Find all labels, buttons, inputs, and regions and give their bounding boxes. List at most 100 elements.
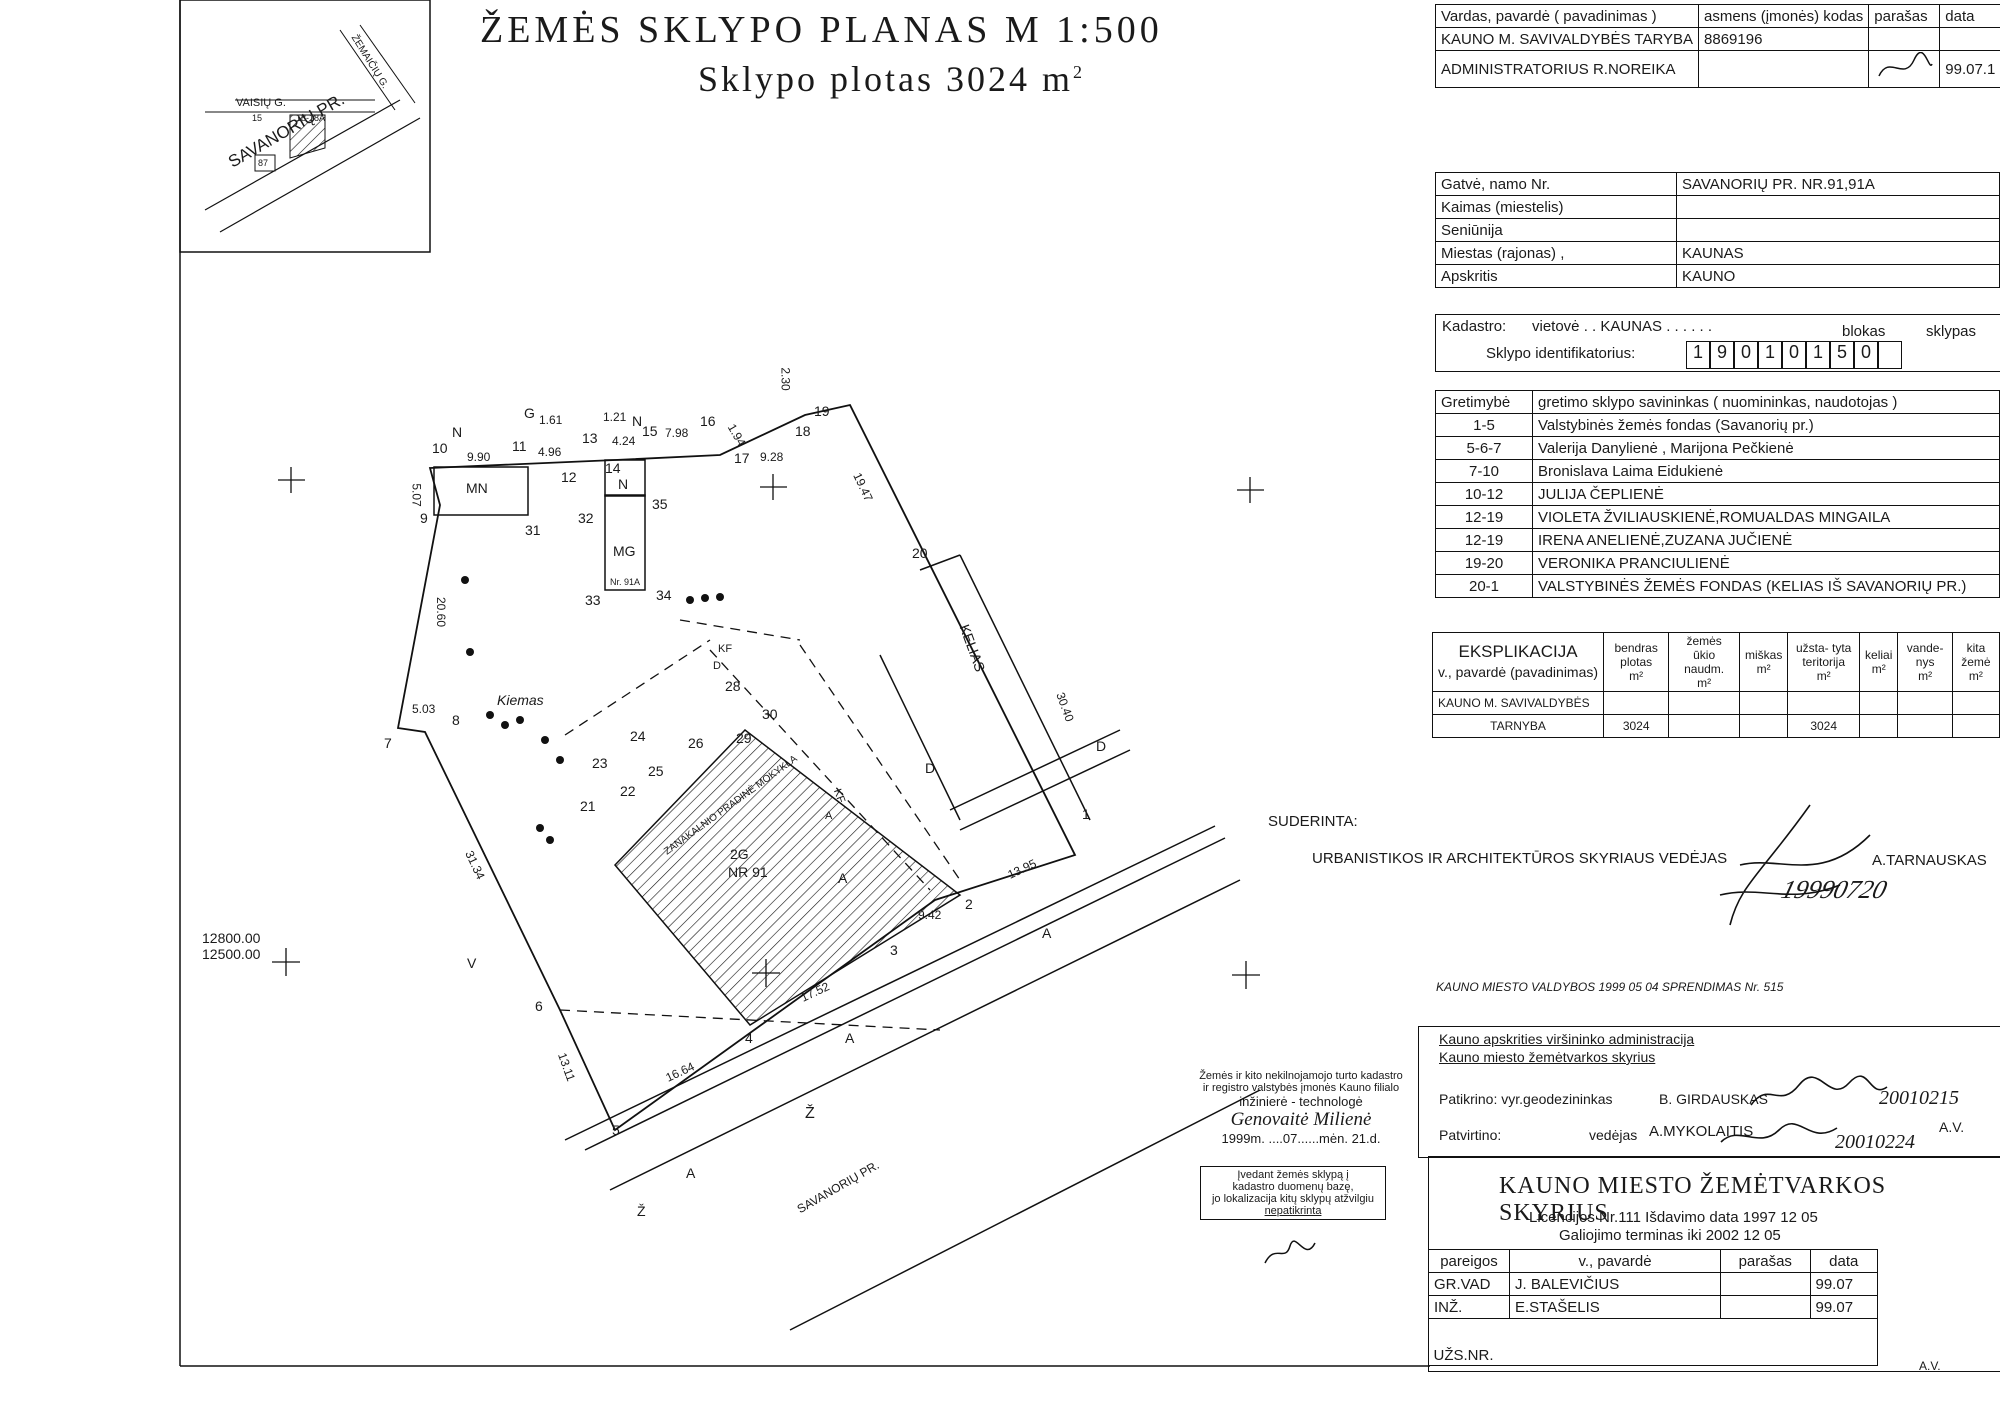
explication-total-area: 3024 bbox=[1603, 714, 1670, 738]
village-label: Kaimas (miestelis) bbox=[1435, 195, 1677, 219]
trees bbox=[461, 576, 724, 844]
point-label: 10 bbox=[432, 440, 448, 456]
plot-id-digit bbox=[1878, 341, 1902, 369]
checked-by-name: B. GIRDAUSKAS bbox=[1659, 1091, 1768, 1107]
footer-date: 99.07 bbox=[1809, 1295, 1878, 1319]
neighbor-segment: 5-6-7 bbox=[1435, 436, 1533, 460]
point-label: 19 bbox=[814, 403, 830, 419]
neighbor-segment: 12-19 bbox=[1435, 528, 1533, 552]
point-label: 28 bbox=[725, 678, 741, 694]
point-label: 24 bbox=[630, 728, 646, 744]
point-label: 4 bbox=[745, 1030, 753, 1046]
owner-header-date: data bbox=[1939, 4, 2000, 28]
neighbor-owner: IRENA ANELIENĖ,ZUZANA JUČIENĖ bbox=[1532, 528, 2000, 552]
owner-name: KAUNO M. SAVIVALDYBĖS TARYBA bbox=[1434, 27, 1700, 51]
symbol-label: D bbox=[925, 760, 936, 776]
symbol-label: V bbox=[467, 955, 477, 971]
footer-header: parašas bbox=[1720, 1249, 1811, 1273]
point-label: 25 bbox=[648, 763, 664, 779]
symbol-label: A bbox=[686, 1165, 696, 1181]
explication-cell bbox=[1668, 714, 1740, 738]
dimension-label: 2.30 bbox=[778, 367, 793, 391]
symbol-label: Ž bbox=[637, 1203, 646, 1219]
footer-order-no: UŽS.NR. bbox=[1428, 1318, 1878, 1366]
neighbor-segment: 12-19 bbox=[1435, 505, 1533, 529]
symbol-label: D bbox=[1096, 738, 1107, 754]
explication-cell bbox=[1897, 714, 1953, 738]
point-label: 11 bbox=[512, 438, 527, 454]
symbol-label: Ž bbox=[805, 1105, 815, 1122]
owner-header-sign: parašas bbox=[1868, 4, 1941, 28]
checked-by-date: 20010215 bbox=[1879, 1087, 1959, 1109]
footer-date: 99.07 bbox=[1809, 1272, 1878, 1296]
note-line: jo lokalizacija kitų sklypų atžvilgiu bbox=[1211, 1193, 1374, 1205]
footer-seal-place: A.V. bbox=[1919, 1359, 1941, 1373]
address-table: Gatvė, namo Nr.SAVANORIŲ PR. NR.91,91A K… bbox=[1435, 172, 2000, 288]
seal-place: A.V. bbox=[1939, 1119, 1965, 1135]
dimension-label: 5.03 bbox=[412, 702, 436, 716]
city-board-decision: KAUNO MIESTO VALDYBOS 1999 05 04 SPRENDI… bbox=[1436, 980, 1784, 994]
owner-code: 8869196 bbox=[1698, 27, 1870, 51]
point-label: 17 bbox=[734, 450, 750, 466]
footer-role: GR.VAD bbox=[1428, 1272, 1510, 1296]
cadastre-block-label: blokas bbox=[1842, 323, 1886, 340]
neighbor-owner: VALSTYBINĖS ŽEMĖS FONDAS (KELIAS IŠ SAVA… bbox=[1532, 574, 2000, 598]
cadastre-locality: vietovė . . KAUNAS . . . . . . bbox=[1532, 318, 1713, 335]
neighbor-owner: Bronislava Laima Eidukienė bbox=[1532, 459, 2000, 483]
point-label: 7 bbox=[384, 735, 392, 751]
point-label: 1 bbox=[1082, 806, 1090, 822]
explication-cell bbox=[1603, 691, 1670, 715]
inset-street-vaisiu: VAISIŲ G. bbox=[236, 97, 286, 109]
owner-header-name: Vardas, pavardė ( pavadinimas ) bbox=[1434, 4, 1700, 28]
coordinate-y: 12500.00 bbox=[202, 946, 261, 962]
city-label: Miestas (rajonas) , bbox=[1435, 241, 1677, 265]
point-label: 31 bbox=[525, 522, 541, 538]
city-value: KAUNAS bbox=[1676, 241, 2000, 265]
dimension-label: 4.24 bbox=[612, 434, 636, 448]
dimension-label: 7.98 bbox=[665, 426, 689, 440]
dimension-label: 9.42 bbox=[918, 908, 942, 922]
checker-signature bbox=[1750, 1075, 1888, 1106]
owner-sign bbox=[1868, 27, 1941, 51]
county-dept: Kauno miesto žemėtvarkos skyrius bbox=[1439, 1049, 1656, 1065]
checked-by-label: Patikrino: vyr.geodezininkas bbox=[1439, 1091, 1613, 1107]
building-mg bbox=[604, 494, 646, 591]
stamp-signature bbox=[1264, 1240, 1316, 1264]
point-label: 33 bbox=[585, 592, 601, 608]
dimension-label: 20.60 bbox=[434, 596, 449, 628]
point-label: 29 bbox=[736, 730, 752, 746]
point-label: 21 bbox=[580, 798, 596, 814]
county-approval-box: Kauno apskrities viršininko administraci… bbox=[1418, 1026, 2000, 1158]
point-label: 15 bbox=[642, 423, 658, 439]
plot-id-digit: 0 bbox=[1854, 341, 1878, 369]
neighbors-header-segment: Gretimybė bbox=[1435, 390, 1533, 414]
owner-date bbox=[1939, 27, 2000, 51]
stamp-name: Genovaitė Milienė bbox=[1230, 1109, 1372, 1130]
explication-row-name: TARNYBA bbox=[1431, 714, 1605, 738]
plot-id-digit: 1 bbox=[1806, 341, 1830, 369]
area-label-n: N bbox=[618, 476, 629, 492]
dimension-label: 9.90 bbox=[467, 450, 491, 464]
county-admin: Kauno apskrities viršininko administraci… bbox=[1439, 1031, 1695, 1047]
stamp-line: Žemės ir kito nekilnojamojo turto kadast… bbox=[1199, 1070, 1403, 1082]
area-label-2g: 2G bbox=[730, 846, 749, 862]
point-label: 14 bbox=[605, 460, 621, 476]
plot-id-digit: 1 bbox=[1686, 341, 1710, 369]
neighbor-owner: JULIJA ČEPLIENĖ bbox=[1532, 482, 2000, 506]
point-label: 35 bbox=[652, 496, 668, 512]
explication-cell bbox=[1859, 714, 1899, 738]
point-label: 22 bbox=[620, 783, 636, 799]
point-label: 9 bbox=[420, 510, 428, 526]
admin-signature bbox=[1868, 50, 1941, 88]
address-label: Gatvė, namo Nr. bbox=[1435, 172, 1677, 196]
footer-department: KAUNO MIESTO ŽEMĖTVARKOS SKYRIUS bbox=[1499, 1173, 1887, 1226]
plot-id-digit: 5 bbox=[1830, 341, 1854, 369]
approval-label: SUDERINTA: bbox=[1268, 813, 1358, 830]
neighbor-owner: Valstybinės žemės fondas (Savanorių pr.) bbox=[1532, 413, 2000, 437]
inset-house: 18-18A bbox=[296, 113, 326, 123]
area-label-mg: MG bbox=[613, 543, 636, 559]
